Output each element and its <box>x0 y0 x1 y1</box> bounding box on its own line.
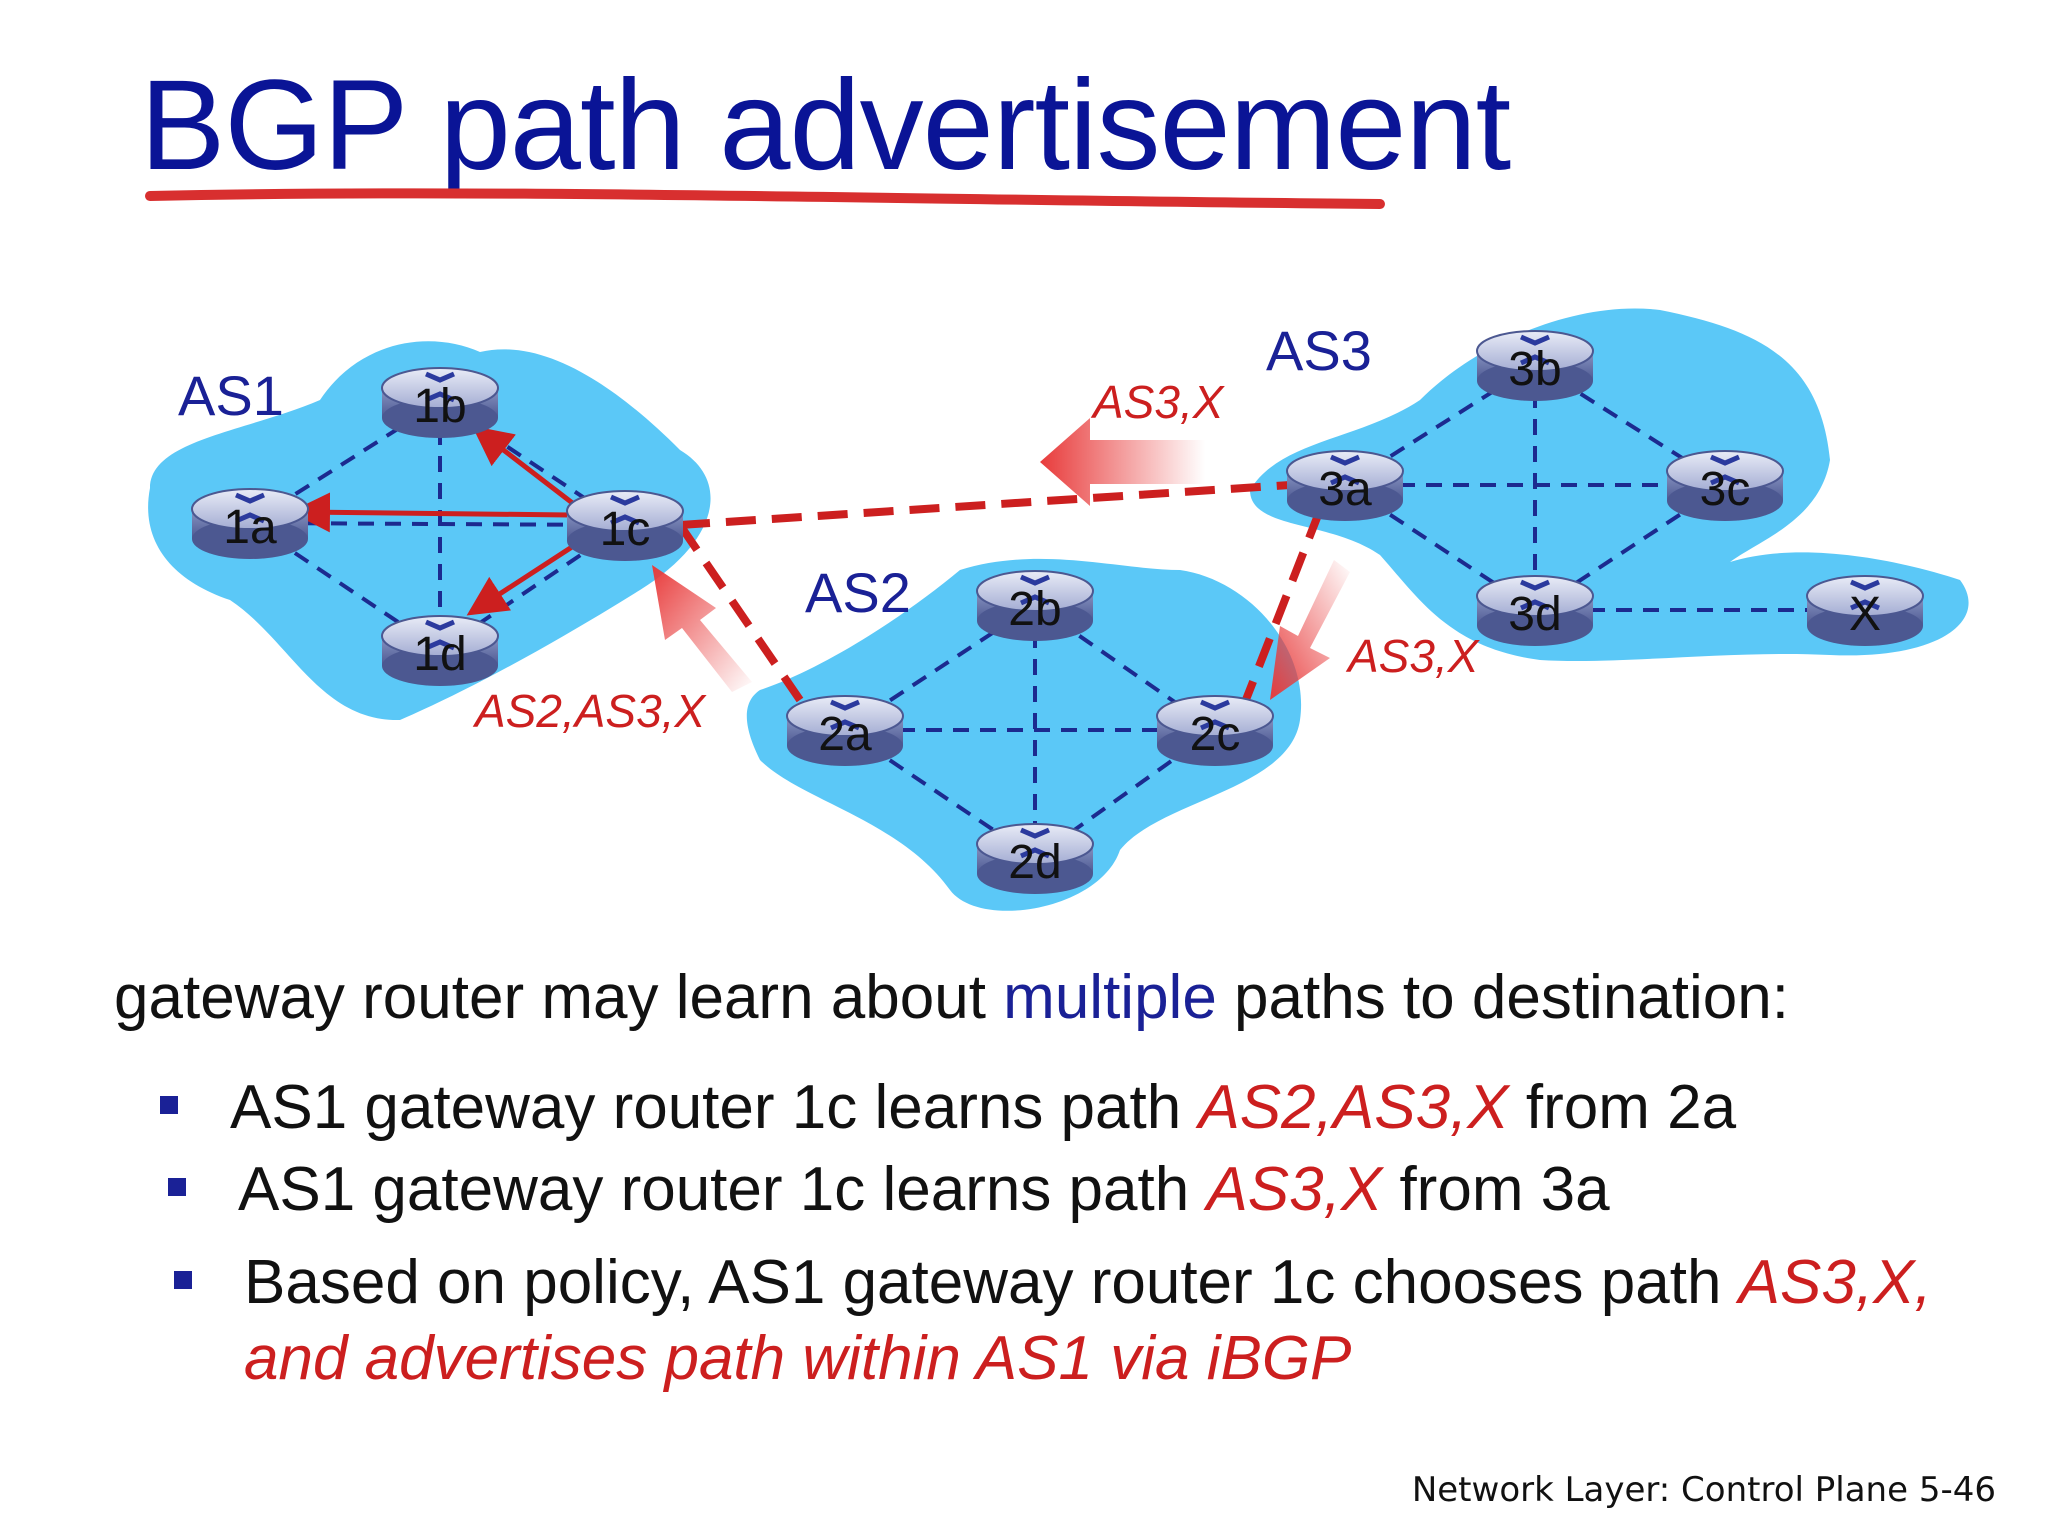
intro-prefix: gateway router may learn about <box>114 963 1004 1032</box>
arrow-3a-to-1c <box>1040 418 1205 506</box>
bullet-1-prefix: AS1 gateway router 1c learns path <box>230 1073 1199 1142</box>
bullet-2: AS1 gateway router 1c learns path AS3,X … <box>168 1152 1610 1228</box>
arrow-3a-to-2c <box>1270 560 1350 700</box>
bullet-3: Based on policy, AS1 gateway router 1c c… <box>174 1245 2004 1396</box>
as1-label: AS1 <box>178 364 284 427</box>
router-label-3b: 3b <box>1508 343 1561 396</box>
as2-cloud <box>746 558 1302 911</box>
router-label-3c: 3c <box>1700 463 1751 516</box>
router-1b: 1b <box>381 367 499 438</box>
router-3c: 3c <box>1666 450 1784 521</box>
bullet-3-prefix: Based on policy, AS1 gateway router 1c c… <box>244 1248 1739 1317</box>
intro-suffix: paths to destination: <box>1216 963 1789 1032</box>
ibgp-arrows <box>290 425 577 616</box>
intro-text: gateway router may learn about multiple … <box>114 962 1789 1033</box>
router-2c: 2c <box>1156 695 1274 766</box>
router-1d: 1d <box>381 615 499 686</box>
router-2d: 2d <box>976 823 1094 894</box>
bullet-1: AS1 gateway router 1c learns path AS2,AS… <box>160 1070 1737 1146</box>
inter-as-links <box>676 481 1324 717</box>
adv-label-right: AS3,X <box>1345 630 1481 682</box>
bullet-3-path: AS3,X, and advertises path within AS1 vi… <box>244 1248 1932 1393</box>
adv-label-left: AS2,AS3,X <box>472 685 707 737</box>
bullet-marker <box>174 1271 192 1289</box>
router-3b: 3b <box>1476 330 1594 401</box>
bullet-2-suffix: from 3a <box>1382 1155 1610 1224</box>
router-label-1a: 1a <box>223 501 277 554</box>
router-label-x: X <box>1849 588 1881 641</box>
router-label-2b: 2b <box>1008 583 1061 636</box>
router-label-1b: 1b <box>413 380 466 433</box>
intro-highlight: multiple <box>1003 963 1217 1032</box>
router-3d: 3d <box>1476 575 1594 646</box>
as1-cloud <box>148 341 711 721</box>
router-label-2a: 2a <box>818 708 872 761</box>
router-label-2d: 2d <box>1008 836 1061 889</box>
slide-title: BGP path advertisement <box>140 54 1511 197</box>
slide-footer: Network Layer: Control Plane 5-46 <box>1411 1470 1996 1510</box>
routers: 1a 1b 1c 1d 2a 2b 2c 2d 3a 3b 3c 3d X <box>191 330 1924 894</box>
arrow-2a-to-1c <box>652 565 752 692</box>
title-underline <box>145 188 1385 209</box>
router-label-3d: 3d <box>1508 588 1561 641</box>
ebgp-arrows <box>652 418 1350 700</box>
router-2a: 2a <box>786 695 904 766</box>
bullet-2-path: AS3,X <box>1206 1155 1383 1224</box>
router-3a: 3a <box>1286 450 1404 521</box>
bullet-1-suffix: from 2a <box>1508 1073 1737 1142</box>
bullet-2-prefix: AS1 gateway router 1c learns path <box>238 1155 1207 1224</box>
as2-label: AS2 <box>805 561 911 624</box>
router-x: X <box>1806 575 1924 646</box>
adv-label-top: AS3,X <box>1090 376 1226 428</box>
router-label-2c: 2c <box>1190 708 1241 761</box>
router-2b: 2b <box>976 570 1094 641</box>
router-1c: 1c <box>566 490 684 561</box>
router-label-3a: 3a <box>1318 463 1372 516</box>
router-1a: 1a <box>191 488 309 559</box>
as3-cloud <box>1250 308 1969 662</box>
bullet-marker <box>160 1096 178 1114</box>
bullet-1-path: AS2,AS3,X <box>1198 1073 1509 1142</box>
as3-label: AS3 <box>1266 319 1372 382</box>
bullet-marker <box>168 1178 186 1196</box>
router-label-1d: 1d <box>413 628 466 681</box>
router-label-1c: 1c <box>600 503 651 556</box>
